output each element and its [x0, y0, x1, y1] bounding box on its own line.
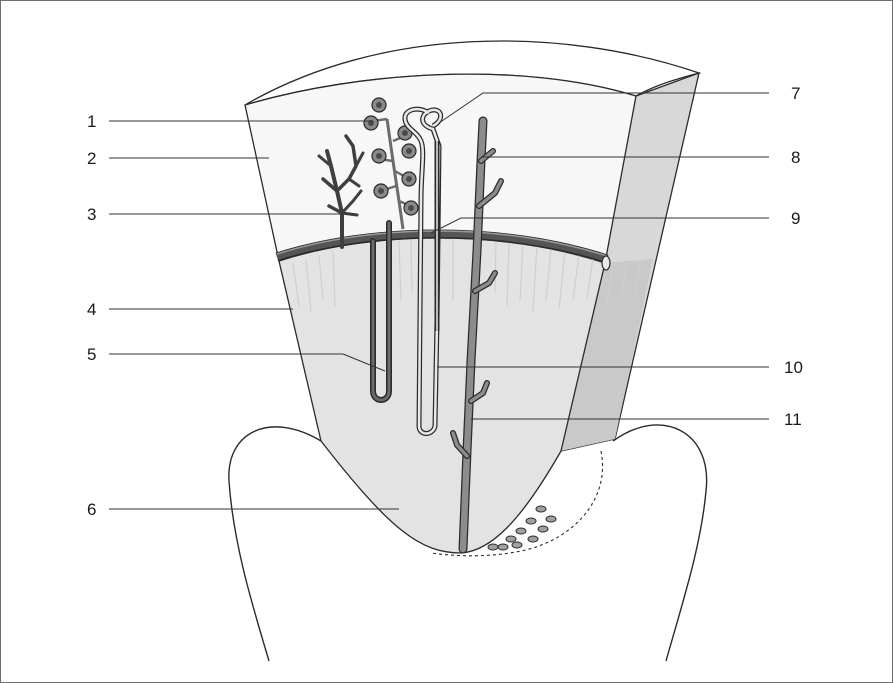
callout-5: 5: [87, 345, 96, 364]
callout-8: 8: [791, 148, 800, 167]
callout-3: 3: [87, 205, 96, 224]
callout-1: 1: [87, 112, 96, 131]
callout-9: 9: [791, 209, 800, 228]
callout-7: 7: [791, 84, 800, 103]
callout-2: 2: [87, 149, 96, 168]
callout-4: 4: [87, 300, 96, 319]
callout-11: 11: [784, 410, 802, 429]
callout-6: 6: [87, 500, 96, 519]
callout-10: 10: [784, 358, 803, 377]
medulla-region: [279, 238, 605, 553]
